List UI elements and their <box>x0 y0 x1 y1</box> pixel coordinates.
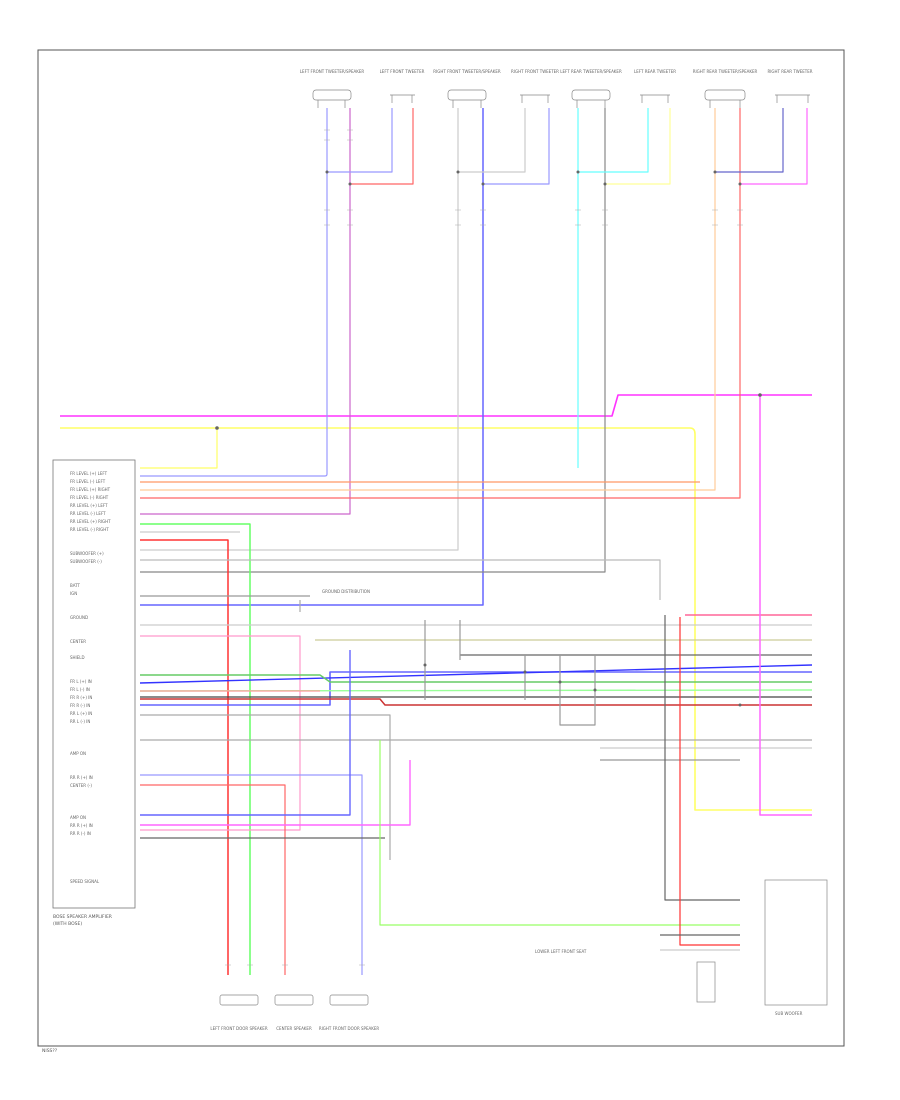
subwoofer-seat-note: LOWER LEFT FRONT SEAT <box>535 949 587 954</box>
pin-label: BATT <box>70 583 81 588</box>
top-component-label: LEFT REAR TWEETER/SPEAKER <box>560 69 622 74</box>
diagram-frame <box>37 49 845 1047</box>
pin-label: CENTER <box>70 639 86 644</box>
pin-label: FR LEVEL (-) RIGHT <box>70 495 109 500</box>
pin-label: RR R (+) IN <box>70 775 93 780</box>
top-component-label: LEFT FRONT TWEETER/SPEAKER <box>300 69 365 74</box>
pin-label: FR L (-) IN <box>70 687 90 692</box>
top-components <box>312 89 810 108</box>
top-component-label: RIGHT REAR TWEETER <box>767 69 812 74</box>
top-component-label: LEFT FRONT TWEETER <box>380 69 425 74</box>
amplifier-box <box>52 459 136 909</box>
top-component-label: RIGHT REAR TWEETER/SPEAKER <box>693 69 758 74</box>
ground-note: GROUND DISTRIBUTION <box>322 589 370 594</box>
pin-label: RR L (-) IN <box>70 719 90 724</box>
pin-label: CENTER (-) <box>70 783 92 788</box>
pin-label: RR LEVEL (+) RIGHT <box>70 519 111 524</box>
pin-label: FR LEVEL (+) LEFT <box>70 471 108 476</box>
pin-label: RR LEVEL (-) LEFT <box>70 511 106 516</box>
pin-label: FR LEVEL (-) LEFT <box>70 479 106 484</box>
top-component-labels: LEFT FRONT TWEETER/SPEAKER LEFT FRONT TW… <box>300 69 813 74</box>
pin-labels: FR LEVEL (+) LEFT FR LEVEL (-) LEFT FR L… <box>70 471 111 884</box>
subwoofer-box <box>764 879 828 1006</box>
top-component-label: LEFT REAR TWEETER <box>634 69 676 74</box>
subwoofer-title: SUB WOOFER <box>775 1011 803 1016</box>
pin-label: RR LEVEL (-) RIGHT <box>70 527 109 532</box>
pin-label: SPEED SIGNAL <box>70 879 100 884</box>
pin-label: SUBWOOFER (-) <box>70 559 102 564</box>
amplifier-title: BOSE SPEAKER AMPLIFIER <box>53 914 112 920</box>
pin-label: FR R (+) IN <box>70 695 92 700</box>
bottom-components <box>219 994 369 1006</box>
pin-label: IGN <box>70 591 77 596</box>
pin-label: SHIELD <box>70 655 85 660</box>
connector-marks <box>225 129 743 966</box>
amplifier-subtitle: (WITH BOSE) <box>53 921 82 927</box>
pin-label: RR LEVEL (+) LEFT <box>70 503 108 508</box>
pin-label: FR LEVEL (+) RIGHT <box>70 487 111 492</box>
wires <box>60 108 813 975</box>
pin-label: AMP ON <box>70 815 86 820</box>
pin-label: SUBWOOFER (+) <box>70 551 104 556</box>
pin-label: AMP ON <box>70 751 86 756</box>
pin-label: RR R (-) IN <box>70 831 91 836</box>
pin-label: FR L (+) IN <box>70 679 92 684</box>
bottom-component-label: RIGHT FRONT DOOR SPEAKER <box>319 1026 380 1031</box>
page-number: NISS?? <box>42 1048 58 1054</box>
subwoofer-fuse <box>696 961 716 1003</box>
pin-label: GROUND <box>70 615 88 620</box>
bottom-component-label: LEFT FRONT DOOR SPEAKER <box>210 1026 267 1031</box>
top-component-label: RIGHT FRONT TWEETER/SPEAKER <box>433 69 501 74</box>
bottom-component-label: CENTER SPEAKER <box>276 1026 312 1031</box>
pin-label: FR R (-) IN <box>70 703 90 708</box>
pin-label: RR R (+) IN <box>70 823 93 828</box>
top-component-label: RIGHT FRONT TWEETER <box>511 69 559 74</box>
bottom-component-labels: LEFT FRONT DOOR SPEAKER CENTER SPEAKER R… <box>210 1026 379 1031</box>
splices <box>215 170 762 707</box>
pin-label: RR L (+) IN <box>70 711 92 716</box>
